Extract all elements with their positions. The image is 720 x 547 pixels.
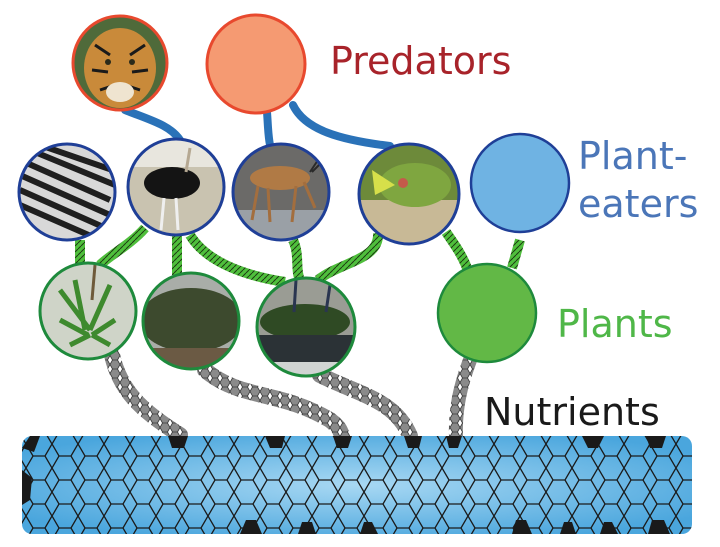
plant-eaters-label-line2: eaters [578,182,699,226]
nutrient-links [104,347,479,444]
nutrients-pool [22,436,692,534]
predators-label: Predators [330,39,512,83]
nutrients-label: Nutrients [484,390,660,434]
predator-tiger-node [71,14,169,112]
plant-eater-links [75,224,525,287]
predator-links [121,101,394,150]
plant-riverside-node [255,276,357,378]
plant-generic-node [436,262,538,364]
plant-eaters-label-line1: Plant- [578,134,688,178]
plant-eater-zebra-node [17,142,117,242]
plant-eaters-label: Plant- eaters [578,132,698,228]
plant-aloe-node [38,261,138,361]
plant-eater-grasshopper-node [357,142,461,246]
plant-eater-impala-node [231,142,331,242]
predator-generic-node [205,13,307,115]
plant-eater-generic-node [469,132,571,234]
plant-acacia-node [141,271,241,371]
plants-label: Plants [557,302,673,346]
plant-eater-ostrich-node [126,137,226,237]
